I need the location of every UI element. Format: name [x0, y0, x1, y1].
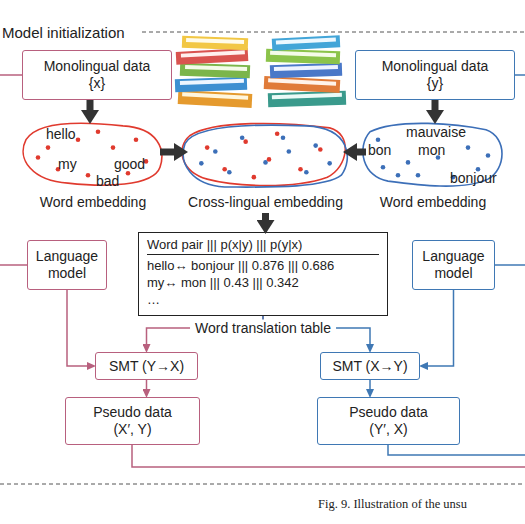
thick-arrow — [87, 100, 94, 110]
embedding-dot — [327, 161, 332, 166]
embedding-dot — [213, 149, 218, 154]
model-box: Language model — [412, 240, 495, 290]
embedding-dot — [281, 135, 286, 140]
dashed-border — [142, 32, 525, 33]
table-row: … — [147, 291, 379, 308]
pseudo-data-box: Pseudo data(Y′, X) — [317, 397, 460, 445]
embedding-dot — [36, 155, 41, 160]
connector-line — [146, 380, 148, 389]
embedding-dot — [406, 160, 411, 165]
embedding-dot — [227, 170, 232, 175]
table-row: hello↔ bonjour ||| 0.876 ||| 0.686 — [147, 257, 379, 274]
connector-line — [369, 380, 371, 389]
embedding-dot — [240, 135, 245, 140]
cloud-outline-path — [182, 124, 345, 186]
embedding-dot — [287, 149, 292, 154]
cloud-caption: Cross-lingual embedding — [178, 194, 353, 211]
feedback-wire — [515, 74, 525, 76]
cloud-caption: Word embedding — [358, 194, 508, 211]
word-label: good — [114, 156, 145, 172]
embedding-dot — [243, 139, 248, 144]
books-illustration — [175, 35, 346, 108]
embedding-dot — [275, 131, 280, 136]
cloud-outline-path — [183, 125, 347, 187]
thick-arrow — [262, 213, 269, 220]
embedding-dot — [313, 143, 318, 148]
edge-label: Word translation table — [190, 320, 336, 337]
embedding-cloud: Cross-lingual embedding — [178, 118, 353, 213]
feedback-wire — [132, 445, 525, 467]
word-label: my — [58, 156, 77, 172]
connector-line — [67, 290, 87, 366]
embedding-dot — [263, 160, 268, 165]
translation-table: Word pair ||| p(x|y) ||| p(y|x) hello↔ bo… — [138, 232, 388, 316]
word-label: bad — [96, 173, 119, 189]
thick-arrow — [357, 149, 366, 156]
node-text: SMT (X→Y) — [332, 358, 407, 375]
smt-box: SMT (Y→X) — [95, 352, 198, 380]
table-row: my↔ mon ||| 0.43 ||| 0.342 — [147, 274, 379, 291]
word-label: mauvaise — [406, 124, 466, 140]
thick-arrow — [432, 100, 439, 110]
word-label: hello — [46, 126, 76, 142]
word-label: bonjour — [450, 170, 497, 186]
cloud-outline-path — [363, 123, 502, 186]
node-text: Pseudo data — [349, 404, 428, 421]
feedback-wire — [0, 264, 27, 266]
embedding-dot — [416, 173, 421, 178]
embedding-dot — [381, 165, 386, 170]
embedding-dot — [86, 173, 91, 178]
embedding-dot — [46, 145, 51, 150]
model-box: Language model — [27, 240, 107, 290]
node-text: Language model — [28, 248, 106, 282]
embedding-dot — [96, 130, 101, 135]
embedding-dot — [267, 157, 272, 162]
diagram-title: Model initialization — [2, 24, 125, 41]
feedback-wire — [388, 445, 525, 455]
embedding-dot — [298, 167, 303, 172]
table-header: Word pair ||| p(x|y) ||| p(y|x) — [147, 236, 379, 255]
node-text: {x} — [89, 75, 105, 92]
embedding-dot — [252, 175, 257, 180]
embedding-dot — [396, 173, 401, 178]
node-text: Language model — [413, 248, 494, 282]
node-text: Pseudo data — [93, 404, 172, 421]
connector-line — [428, 290, 454, 366]
node-text: (X′, Y) — [113, 421, 151, 438]
node-text: Monolingual data — [382, 58, 489, 75]
embedding-dot — [222, 167, 227, 172]
dashed-border — [0, 484, 525, 485]
embedding-cloud: mauvaise bon mon bonjourWord embedding — [358, 118, 508, 213]
data-box: Monolingual data{x} — [22, 50, 172, 100]
node-text: Monolingual data — [44, 58, 151, 75]
embedding-dot — [376, 137, 381, 142]
embedding-dot — [199, 161, 204, 166]
word-label: mon — [418, 142, 445, 158]
embedding-dot — [466, 145, 471, 150]
feedback-wire — [495, 264, 525, 266]
embedding-dot — [76, 137, 81, 142]
smt-box: SMT (X→Y) — [320, 352, 420, 380]
embedding-dot — [134, 137, 139, 142]
node-text: (Y′, X) — [369, 421, 407, 438]
embedding-dot — [486, 153, 491, 158]
embedding-cloud: hello my goodbadWord embedding — [18, 118, 168, 213]
feedback-wire — [0, 74, 22, 76]
embedding-dot — [205, 145, 210, 150]
cloud-outline-path — [23, 123, 162, 185]
node-text: {y} — [427, 75, 443, 92]
embedding-dot — [304, 170, 309, 175]
thick-arrow — [160, 149, 174, 156]
embedding-dot — [111, 145, 116, 150]
cloud-caption: Word embedding — [18, 194, 168, 211]
data-box: Monolingual data{y} — [355, 50, 515, 100]
node-text: SMT (Y→X) — [109, 358, 184, 375]
pseudo-data-box: Pseudo data(X′, Y) — [65, 397, 200, 445]
word-label: bon — [368, 142, 391, 158]
embedding-dot — [318, 147, 323, 152]
figure-caption: Fig. 9. Illustration of the unsu — [318, 497, 467, 512]
